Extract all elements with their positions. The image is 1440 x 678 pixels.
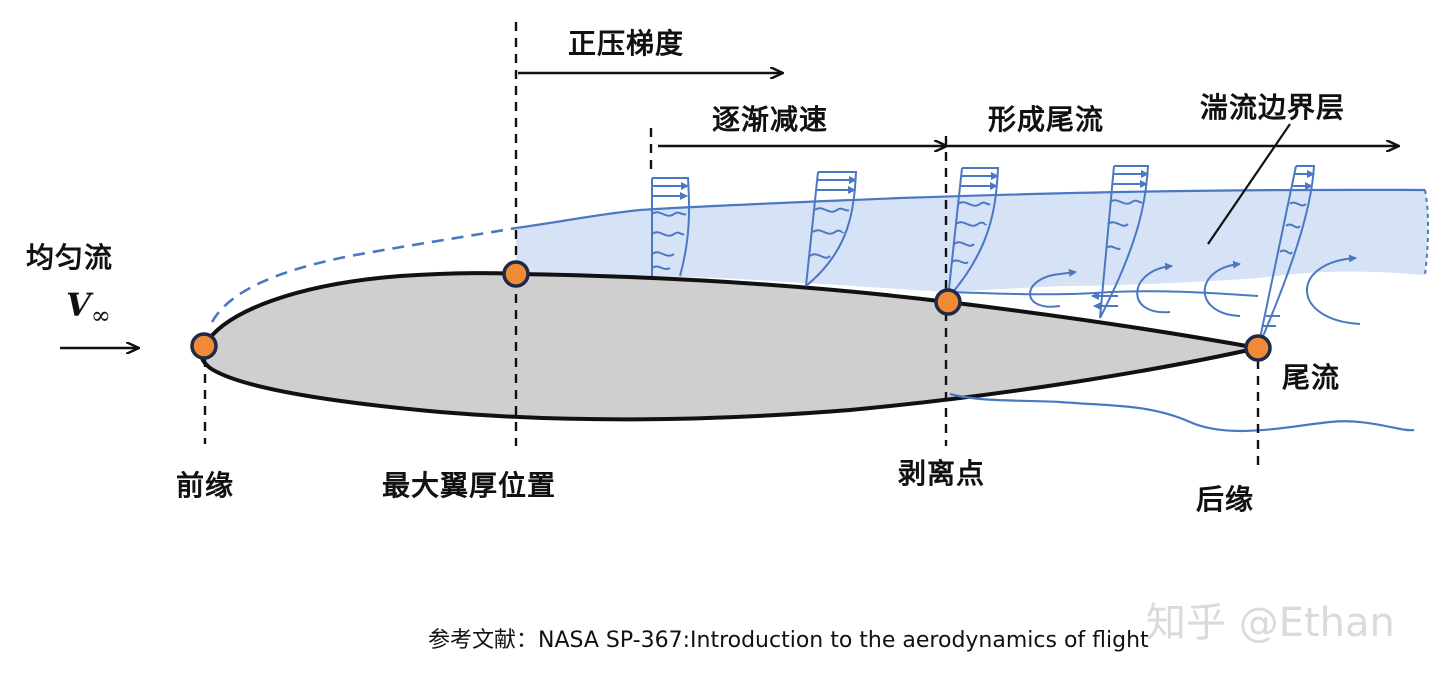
velocity-profile-5 [1257,165,1316,349]
uniform-flow-label: 均匀流 [26,241,114,274]
watermark: 知乎 @Ethan [1146,600,1395,646]
gradual-deceleration-label: 逐渐减速 [712,103,829,136]
wake-upper-streamline [949,290,1259,297]
velocity-profile-2 [805,171,858,287]
boundary-layer-edge-leading [515,208,641,230]
wake-formation-label: 形成尾流 [988,103,1105,136]
wake-label: 尾流 [1282,361,1341,394]
max-thickness-label: 最大翼厚位置 [382,469,557,502]
separation-point-marker [934,288,962,316]
boundary-layer-edge [639,188,1426,212]
wake-lower-streamline [949,392,1415,433]
velocity-profile-3 [947,167,1000,299]
reference-citation: 参考文献：NASA SP-367:Introduction to the aer… [428,628,1149,653]
separation-point-label: 剥离点 [898,457,986,490]
leading-edge-label: 前缘 [176,469,235,502]
turbulent-layer-pointer [1207,123,1291,245]
velocity-subscript: ∞ [90,301,111,330]
freestream-velocity-symbol: V∞ [66,286,111,329]
velocity-symbol: V [66,286,91,324]
velocity-profile-1 [651,177,691,277]
favorable-pressure-gradient-label: 正压梯度 [568,27,685,60]
boundary-layer-region [516,189,1429,292]
max-thickness-point [502,260,530,288]
boundary-layer-right-edge [1424,189,1430,276]
trailing-edge-point [1244,334,1272,362]
trailing-edge-label: 后缘 [1196,483,1255,516]
leading-edge-point [190,332,218,360]
turbulent-boundary-layer-label: 湍流边界层 [1200,91,1346,124]
